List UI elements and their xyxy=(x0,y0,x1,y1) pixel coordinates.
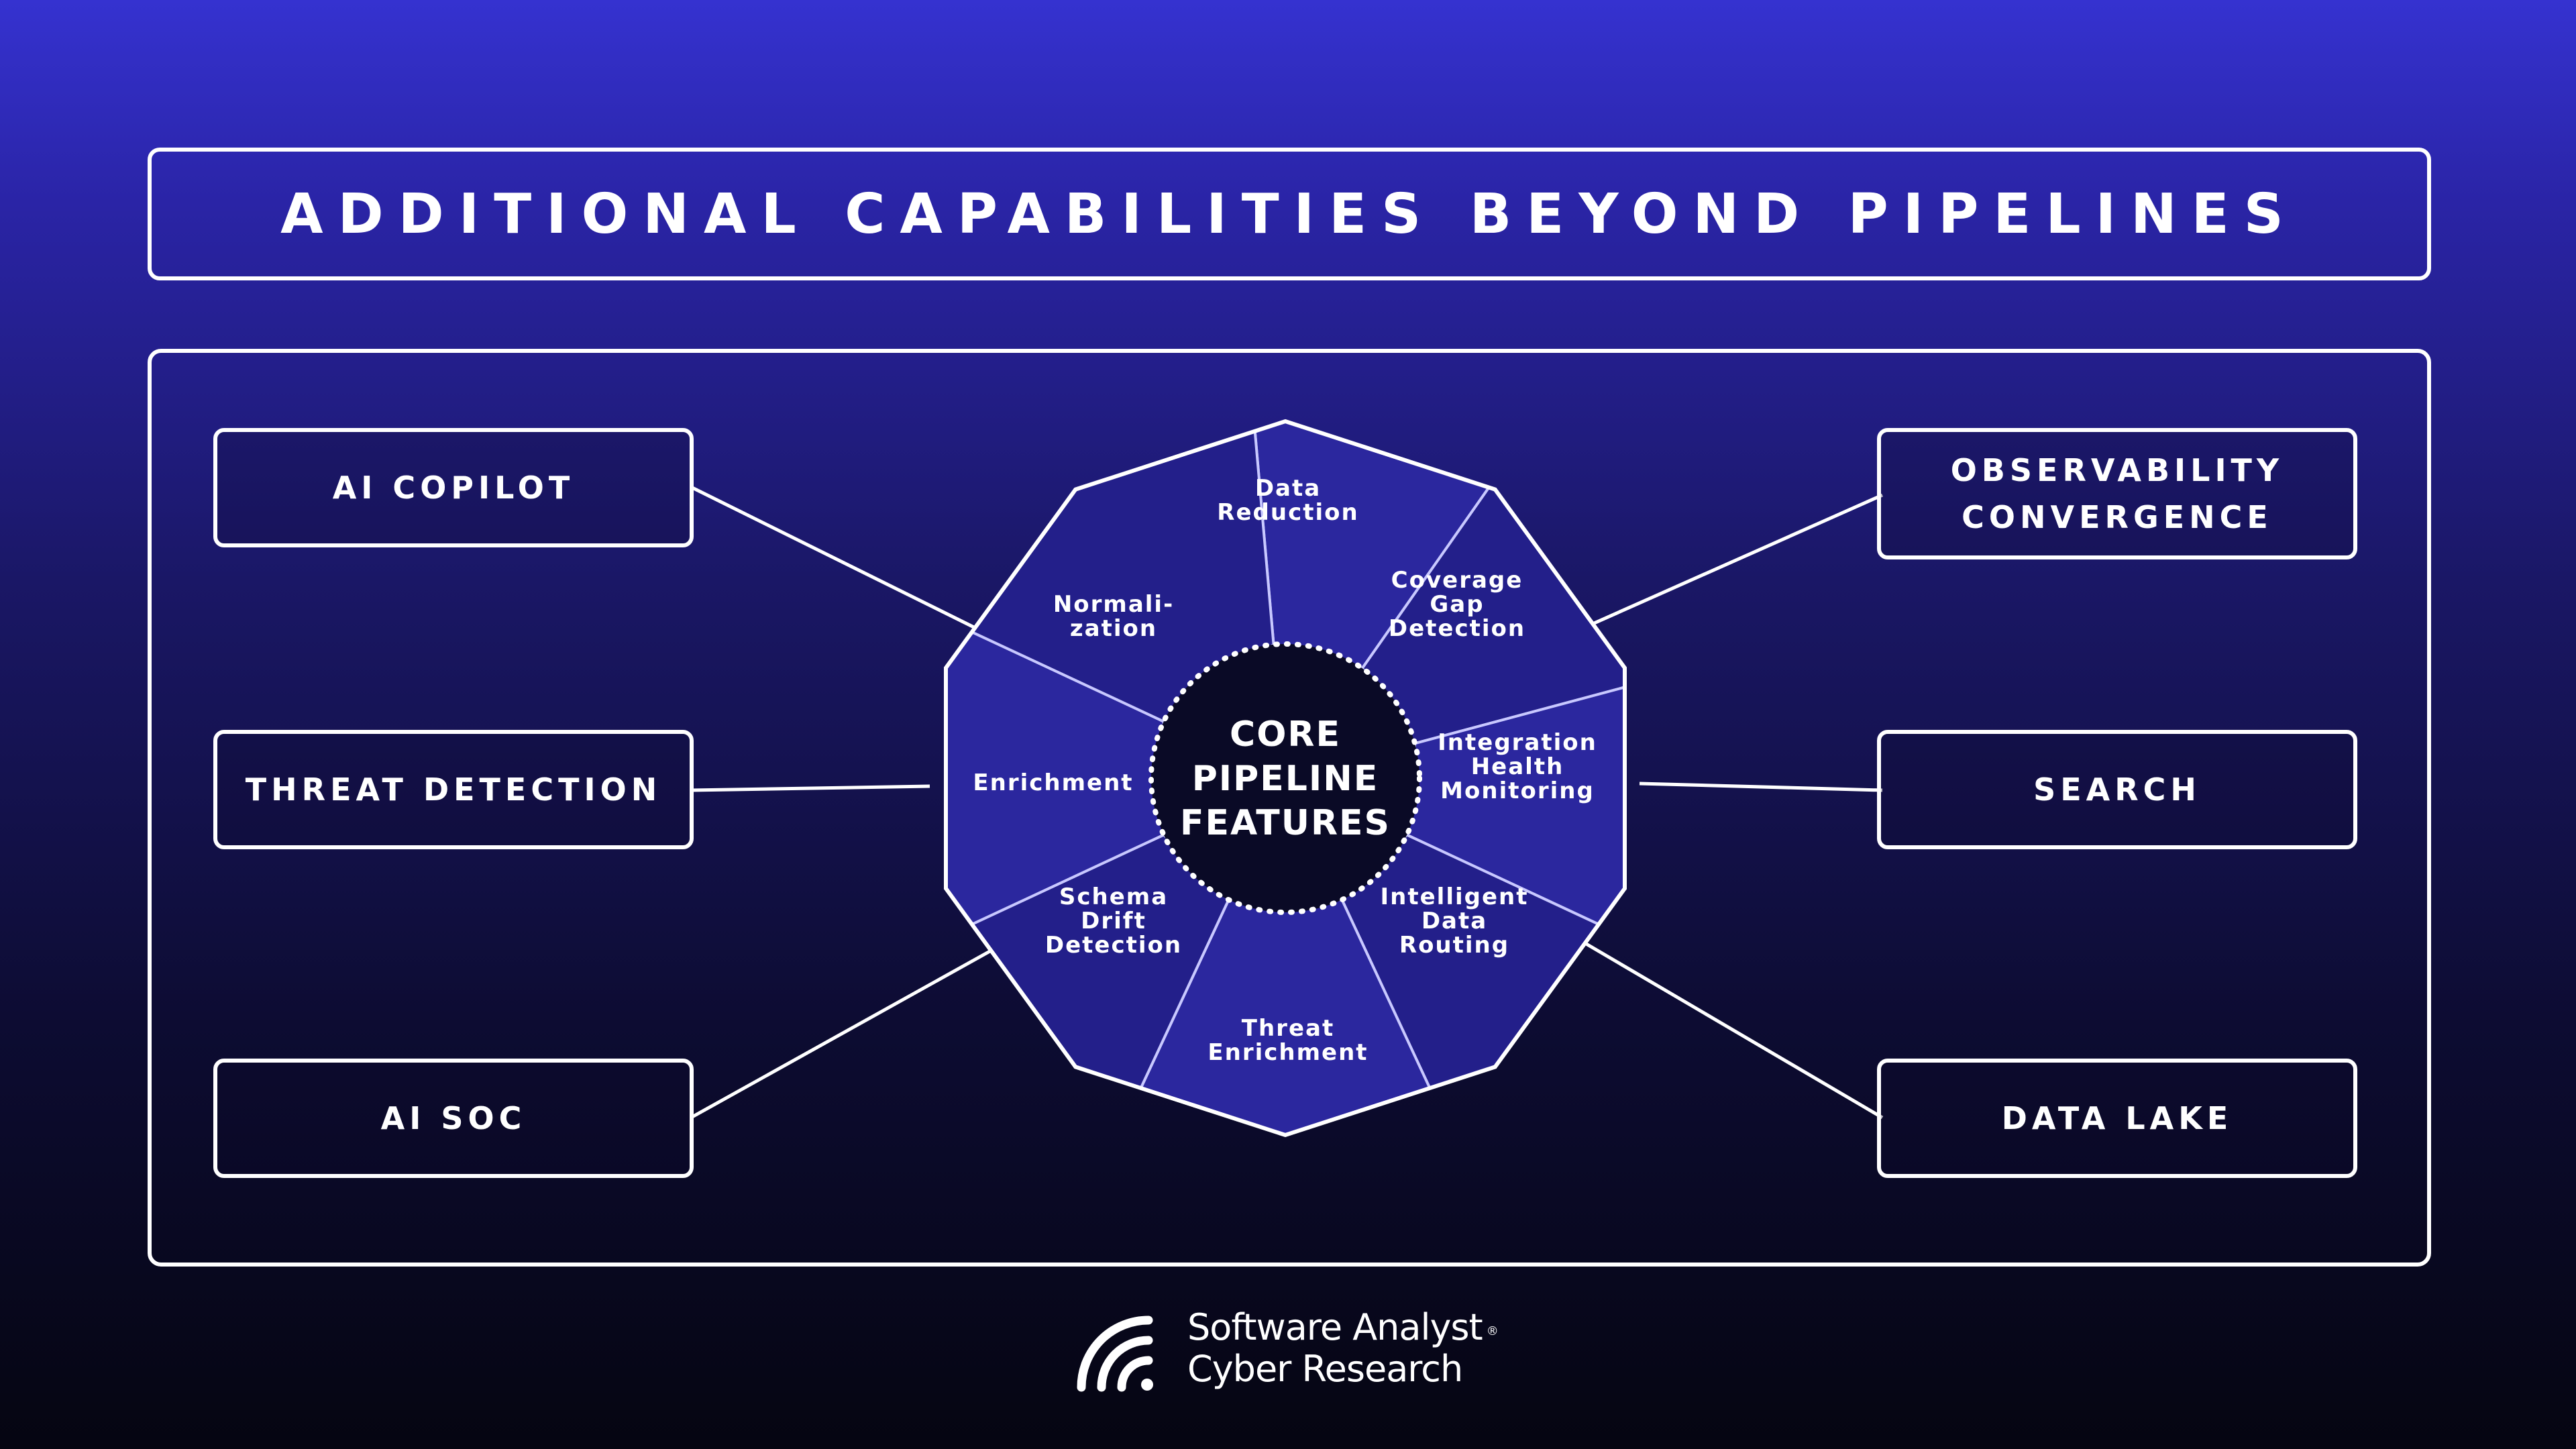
capability-label: SEARCH xyxy=(2033,771,2201,808)
wifi-signal-icon xyxy=(1077,1316,1153,1392)
capability-ai-soc[interactable]: AI SOC xyxy=(213,1059,694,1178)
decagon-outline xyxy=(944,419,1627,1138)
registered-mark: ® xyxy=(1486,1324,1499,1338)
connector-data-lake xyxy=(1579,938,1884,1120)
connector-search xyxy=(1639,782,1883,792)
capability-threat-detection[interactable]: THREAT DETECTION xyxy=(213,730,694,849)
connector-threat-detection xyxy=(690,784,930,792)
capability-label: AI SOC xyxy=(380,1100,527,1136)
connector-ai-copilot xyxy=(690,485,990,637)
capability-label: THREAT DETECTION xyxy=(245,771,662,808)
brand-line-1: Software Analyst xyxy=(1187,1306,1483,1348)
brand-line-2: Cyber Research xyxy=(1187,1348,1463,1390)
capability-data-lake[interactable]: DATA LAKE xyxy=(1877,1059,2357,1178)
capability-label: AI COPILOT xyxy=(332,470,575,506)
core-circle[interactable] xyxy=(1148,641,1422,915)
page-title: ADDITIONAL CAPABILITIES BEYOND PIPELINES xyxy=(280,182,2298,246)
capability-label: DATA LAKE xyxy=(2001,1100,2233,1136)
brand-name: Software Analyst® Cyber Research xyxy=(1187,1306,1499,1390)
brand-logo: Software Analyst® Cyber Research xyxy=(1073,1307,1543,1401)
connector-ai-soc xyxy=(690,944,1001,1120)
capability-label: OBSERVABILITY CONVERGENCE xyxy=(1950,452,2284,535)
segment-label-normalization: Normali-zation xyxy=(1053,591,1174,642)
connector-observability-convergence xyxy=(1579,493,1884,631)
title-banner: ADDITIONAL CAPABILITIES BEYOND PIPELINES xyxy=(148,148,2431,280)
capability-search[interactable]: SEARCH xyxy=(1877,730,2357,849)
capability-observability-convergence[interactable]: OBSERVABILITY CONVERGENCE xyxy=(1877,428,2357,559)
segment-label-enrichment: Enrichment xyxy=(973,769,1133,796)
capability-ai-copilot[interactable]: AI COPILOT xyxy=(213,428,694,547)
diagram-frame xyxy=(148,349,2431,1267)
